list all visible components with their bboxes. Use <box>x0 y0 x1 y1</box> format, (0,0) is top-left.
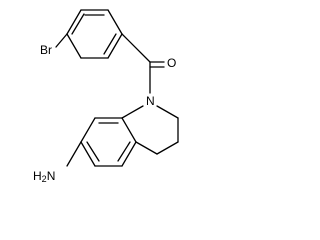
amine-nitrogen: N <box>47 169 56 183</box>
ring-carbonyl-bond <box>121 33 151 63</box>
carbonyl-double-bond <box>149 61 165 68</box>
carbon-bromine-bond <box>55 33 68 48</box>
nitrogen-label: N <box>146 94 155 108</box>
amine-label: H2N <box>33 169 55 184</box>
amine-subscript: 2 <box>42 174 47 184</box>
tetrahydropyridine-ring <box>121 105 179 155</box>
bromine-label: Br <box>40 43 52 57</box>
chemical-structure-diagram: Br O N H2N <box>33 9 179 184</box>
ring-amine-bond <box>66 141 82 167</box>
bromophenyl-ring <box>66 9 123 59</box>
fused-benzene-ring <box>80 117 137 167</box>
oxygen-label: O <box>167 56 176 70</box>
